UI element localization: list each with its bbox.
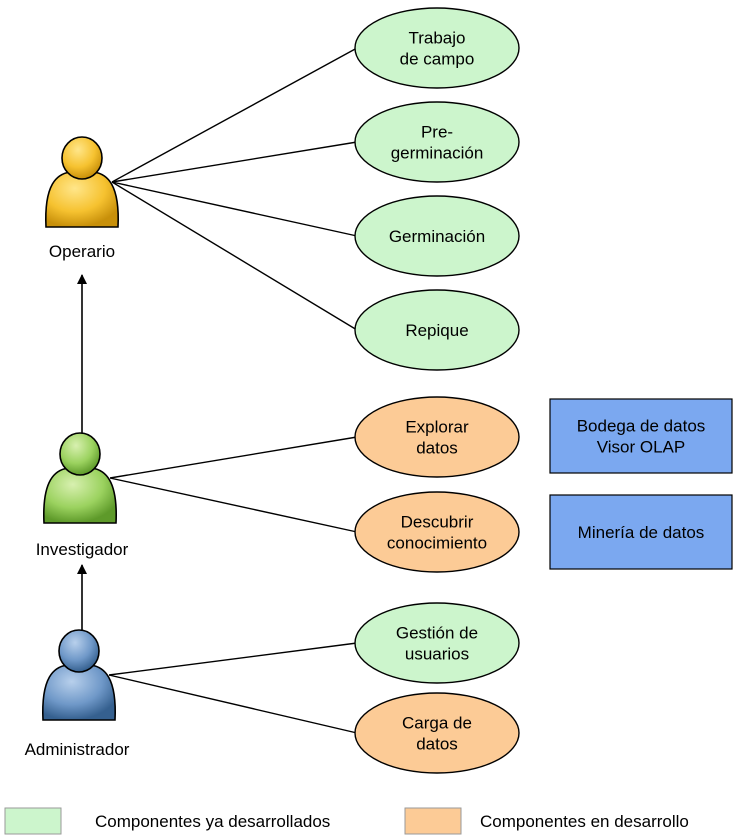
actor-investigador: Investigador <box>36 432 129 559</box>
use-case-ellipse <box>354 602 520 684</box>
actor-label: Operario <box>49 242 115 261</box>
use-case-ellipse <box>354 7 520 89</box>
use-case-ellipse <box>354 289 520 371</box>
legend-label: Componentes en desarrollo <box>480 812 689 831</box>
use-case-ellipse <box>354 396 520 478</box>
use-case-label-line-1: Descubrir <box>401 513 474 532</box>
actor-administrador: Administrador <box>25 629 130 759</box>
association-operario-repique <box>111 181 358 331</box>
association-administrador-carga-datos <box>108 674 358 734</box>
legend-item-developed: Componentes ya desarrollados <box>4 807 330 835</box>
use-case-ellipse <box>354 195 520 277</box>
use-case-label-line-2: germinación <box>391 144 484 163</box>
association-administrador-gestion-usuarios <box>108 642 358 676</box>
use-case-label-line-1: Carga de <box>402 714 472 733</box>
component-box <box>549 494 733 570</box>
legend-item-in_development: Componentes en desarrollo <box>404 807 689 835</box>
person-icon <box>45 136 119 228</box>
component-label-line-1: Bodega de datos <box>577 417 706 436</box>
component-box <box>549 398 733 474</box>
actor-label: Administrador <box>25 740 130 759</box>
use-case-label-line-1: Repique <box>405 321 468 340</box>
use-case-label-line-2: datos <box>416 439 458 458</box>
legend-label: Componentes ya desarrollados <box>95 812 330 831</box>
use-case-label-line-1: Trabajo <box>408 29 465 48</box>
use-case-label-line-1: Pre- <box>421 123 453 142</box>
use-case-descubrir-conocimiento: Descubrir conocimiento <box>354 491 520 573</box>
use-case-label-line-1: Gestión de <box>396 624 478 643</box>
legend-swatch <box>404 807 462 835</box>
legend-swatch <box>4 807 62 835</box>
use-case-label-line-2: de campo <box>400 50 475 69</box>
use-case-label-line-1: Germinación <box>389 227 485 246</box>
use-case-repique: Repique <box>354 289 520 371</box>
use-case-label-line-1: Explorar <box>405 418 469 437</box>
use-case-label-line-2: usuarios <box>405 645 469 664</box>
use-case-carga-datos: Carga de datos <box>354 692 520 774</box>
actor-label: Investigador <box>36 540 129 559</box>
actor-operario: Operario <box>45 136 119 261</box>
person-icon <box>42 629 116 721</box>
use-case-label-line-2: datos <box>416 735 458 754</box>
component-label-line-1: Minería de datos <box>578 523 705 542</box>
use-case-ellipse <box>354 692 520 774</box>
association-investigador-descubrir-conocimiento <box>109 477 358 533</box>
use-case-ellipse <box>354 101 520 183</box>
association-operario-trabajo-campo <box>111 47 358 183</box>
use-case-label-line-2: conocimiento <box>387 534 487 553</box>
association-operario-germinacion <box>111 181 358 237</box>
use-case-explorar-datos: Explorar datos <box>354 396 520 478</box>
component-label-line-2: Visor OLAP <box>597 438 686 457</box>
use-case-pregerminacion: Pre-germinación <box>354 101 520 183</box>
use-case-germinacion: Germinación <box>354 195 520 277</box>
association-investigador-explorar-datos <box>109 436 358 479</box>
use-case-trabajo-campo: Trabajo de campo <box>354 7 520 89</box>
component-mineria: Minería de datos <box>549 494 733 570</box>
use-case-gestion-usuarios: Gestión de usuarios <box>354 602 520 684</box>
use-case-ellipse <box>354 491 520 573</box>
person-icon <box>43 432 117 524</box>
association-operario-pregerminacion <box>111 141 358 183</box>
